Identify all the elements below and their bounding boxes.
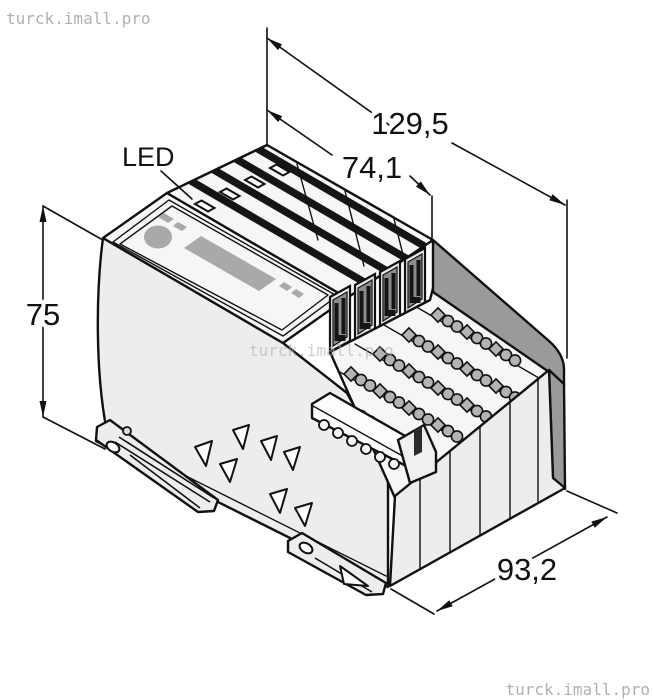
watermark-bottom-right: turck.imall.pro — [506, 680, 651, 699]
slice-gap-bars — [187, 147, 433, 291]
connector-screw-terminals — [318, 419, 400, 470]
dimension-annotations: 129,5 74,1 75 93,2 — [21, 27, 618, 615]
led-window — [192, 199, 217, 213]
gateway-display — [184, 236, 276, 291]
foot-slot-hole — [105, 440, 121, 454]
foot-detail-hole — [122, 426, 132, 436]
led-callout: LED — [122, 142, 193, 200]
right-face — [388, 368, 567, 588]
gateway-service-button — [144, 225, 172, 249]
vent-triangles — [194, 424, 313, 527]
led-windows — [192, 163, 292, 213]
dim-depth: 93,2 — [390, 490, 618, 615]
watermarks: turck.imall.pro turck.imall.pro turck.im… — [6, 9, 650, 699]
foot-slot-hole — [298, 541, 314, 555]
gateway-detail-square — [279, 282, 292, 291]
dim-height-value: 75 — [26, 297, 60, 332]
dim-depth-value: 93,2 — [497, 552, 557, 587]
watermark-center: turck.imall.pro — [249, 341, 394, 360]
dim-module-width-value: 74,1 — [342, 150, 402, 185]
led-window — [267, 163, 292, 177]
led-window — [242, 175, 267, 189]
led-label: LED — [122, 142, 175, 172]
din-rail-foot-left — [94, 418, 220, 514]
connector-pin — [414, 426, 422, 456]
watermark-top-left: turck.imall.pro — [6, 9, 151, 28]
dim-module-width: 74,1 — [266, 109, 431, 196]
gateway-detail-square — [158, 213, 174, 223]
dim-overall-width: 129,5 — [266, 37, 566, 206]
din-rail-foot-right — [286, 531, 388, 597]
gateway-detail-square — [173, 222, 187, 231]
power-connector — [310, 391, 438, 485]
dim-height: 75 — [21, 205, 106, 450]
io-station-device — [94, 143, 567, 597]
gateway-detail-square — [291, 289, 304, 298]
dim-overall-width-value: 129,5 — [371, 106, 449, 141]
housing-front-face — [94, 236, 390, 589]
led-window — [217, 187, 242, 201]
slice-top-band — [165, 143, 435, 300]
